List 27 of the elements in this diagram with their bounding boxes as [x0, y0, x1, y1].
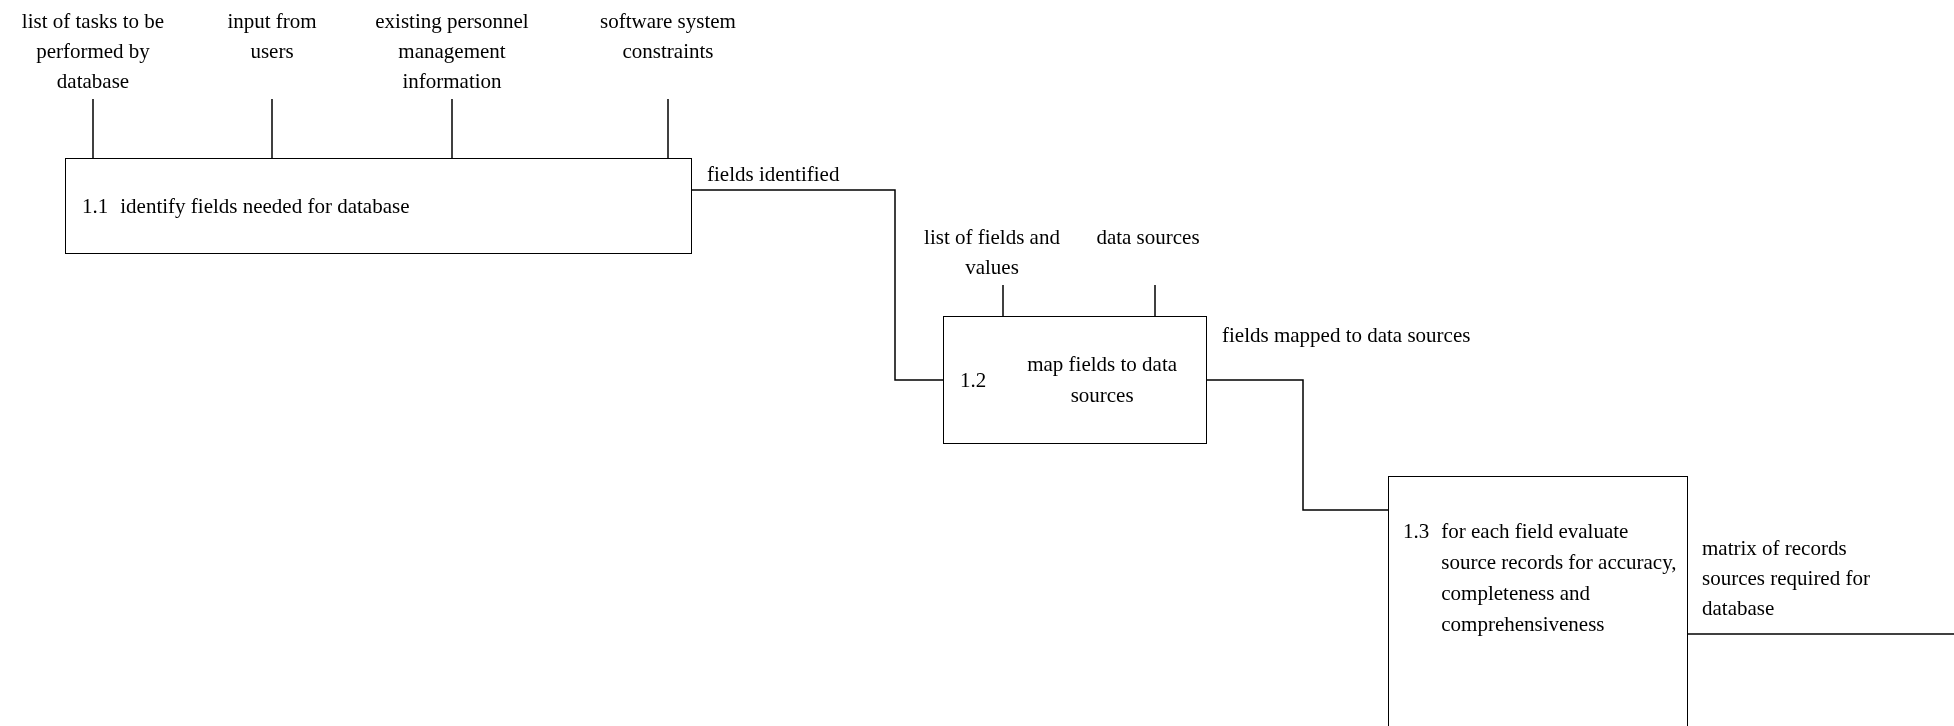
connector-line	[691, 189, 944, 381]
process-text: map fields to data sources	[1026, 351, 1179, 409]
connector-line	[451, 98, 453, 159]
edge-label: fields identified	[707, 161, 840, 188]
process-box	[1388, 476, 1688, 726]
connector-line	[1154, 284, 1156, 317]
connector-line	[92, 98, 94, 159]
input-label: list of fields and values	[917, 222, 1067, 282]
connector-line	[1002, 284, 1004, 317]
step-number: 1.1	[82, 192, 109, 220]
input-label: data sources	[1088, 222, 1208, 282]
step-number: 1.2	[960, 366, 987, 394]
process-box	[943, 316, 1207, 444]
input-label: list of tasks to be performed by database	[3, 6, 183, 96]
connector-line	[271, 98, 273, 159]
edge-label: matrix of records sources required for database	[1702, 535, 1871, 622]
input-label: software system constraints	[583, 6, 753, 96]
edge-label: fields mapped to data sources	[1222, 322, 1471, 349]
input-label: input from users	[212, 6, 332, 96]
connector-line	[667, 98, 669, 159]
connector-line	[1687, 633, 1954, 635]
input-label: existing personnel management information	[352, 6, 552, 96]
connector-line	[1206, 379, 1389, 511]
step-number: 1.3	[1403, 518, 1430, 545]
process-box	[65, 158, 692, 254]
process-text: for each field evaluate source records for accuracy, completeness and comprehensiveness	[1441, 518, 1678, 638]
process-text: identify fields needed for database	[120, 192, 411, 220]
